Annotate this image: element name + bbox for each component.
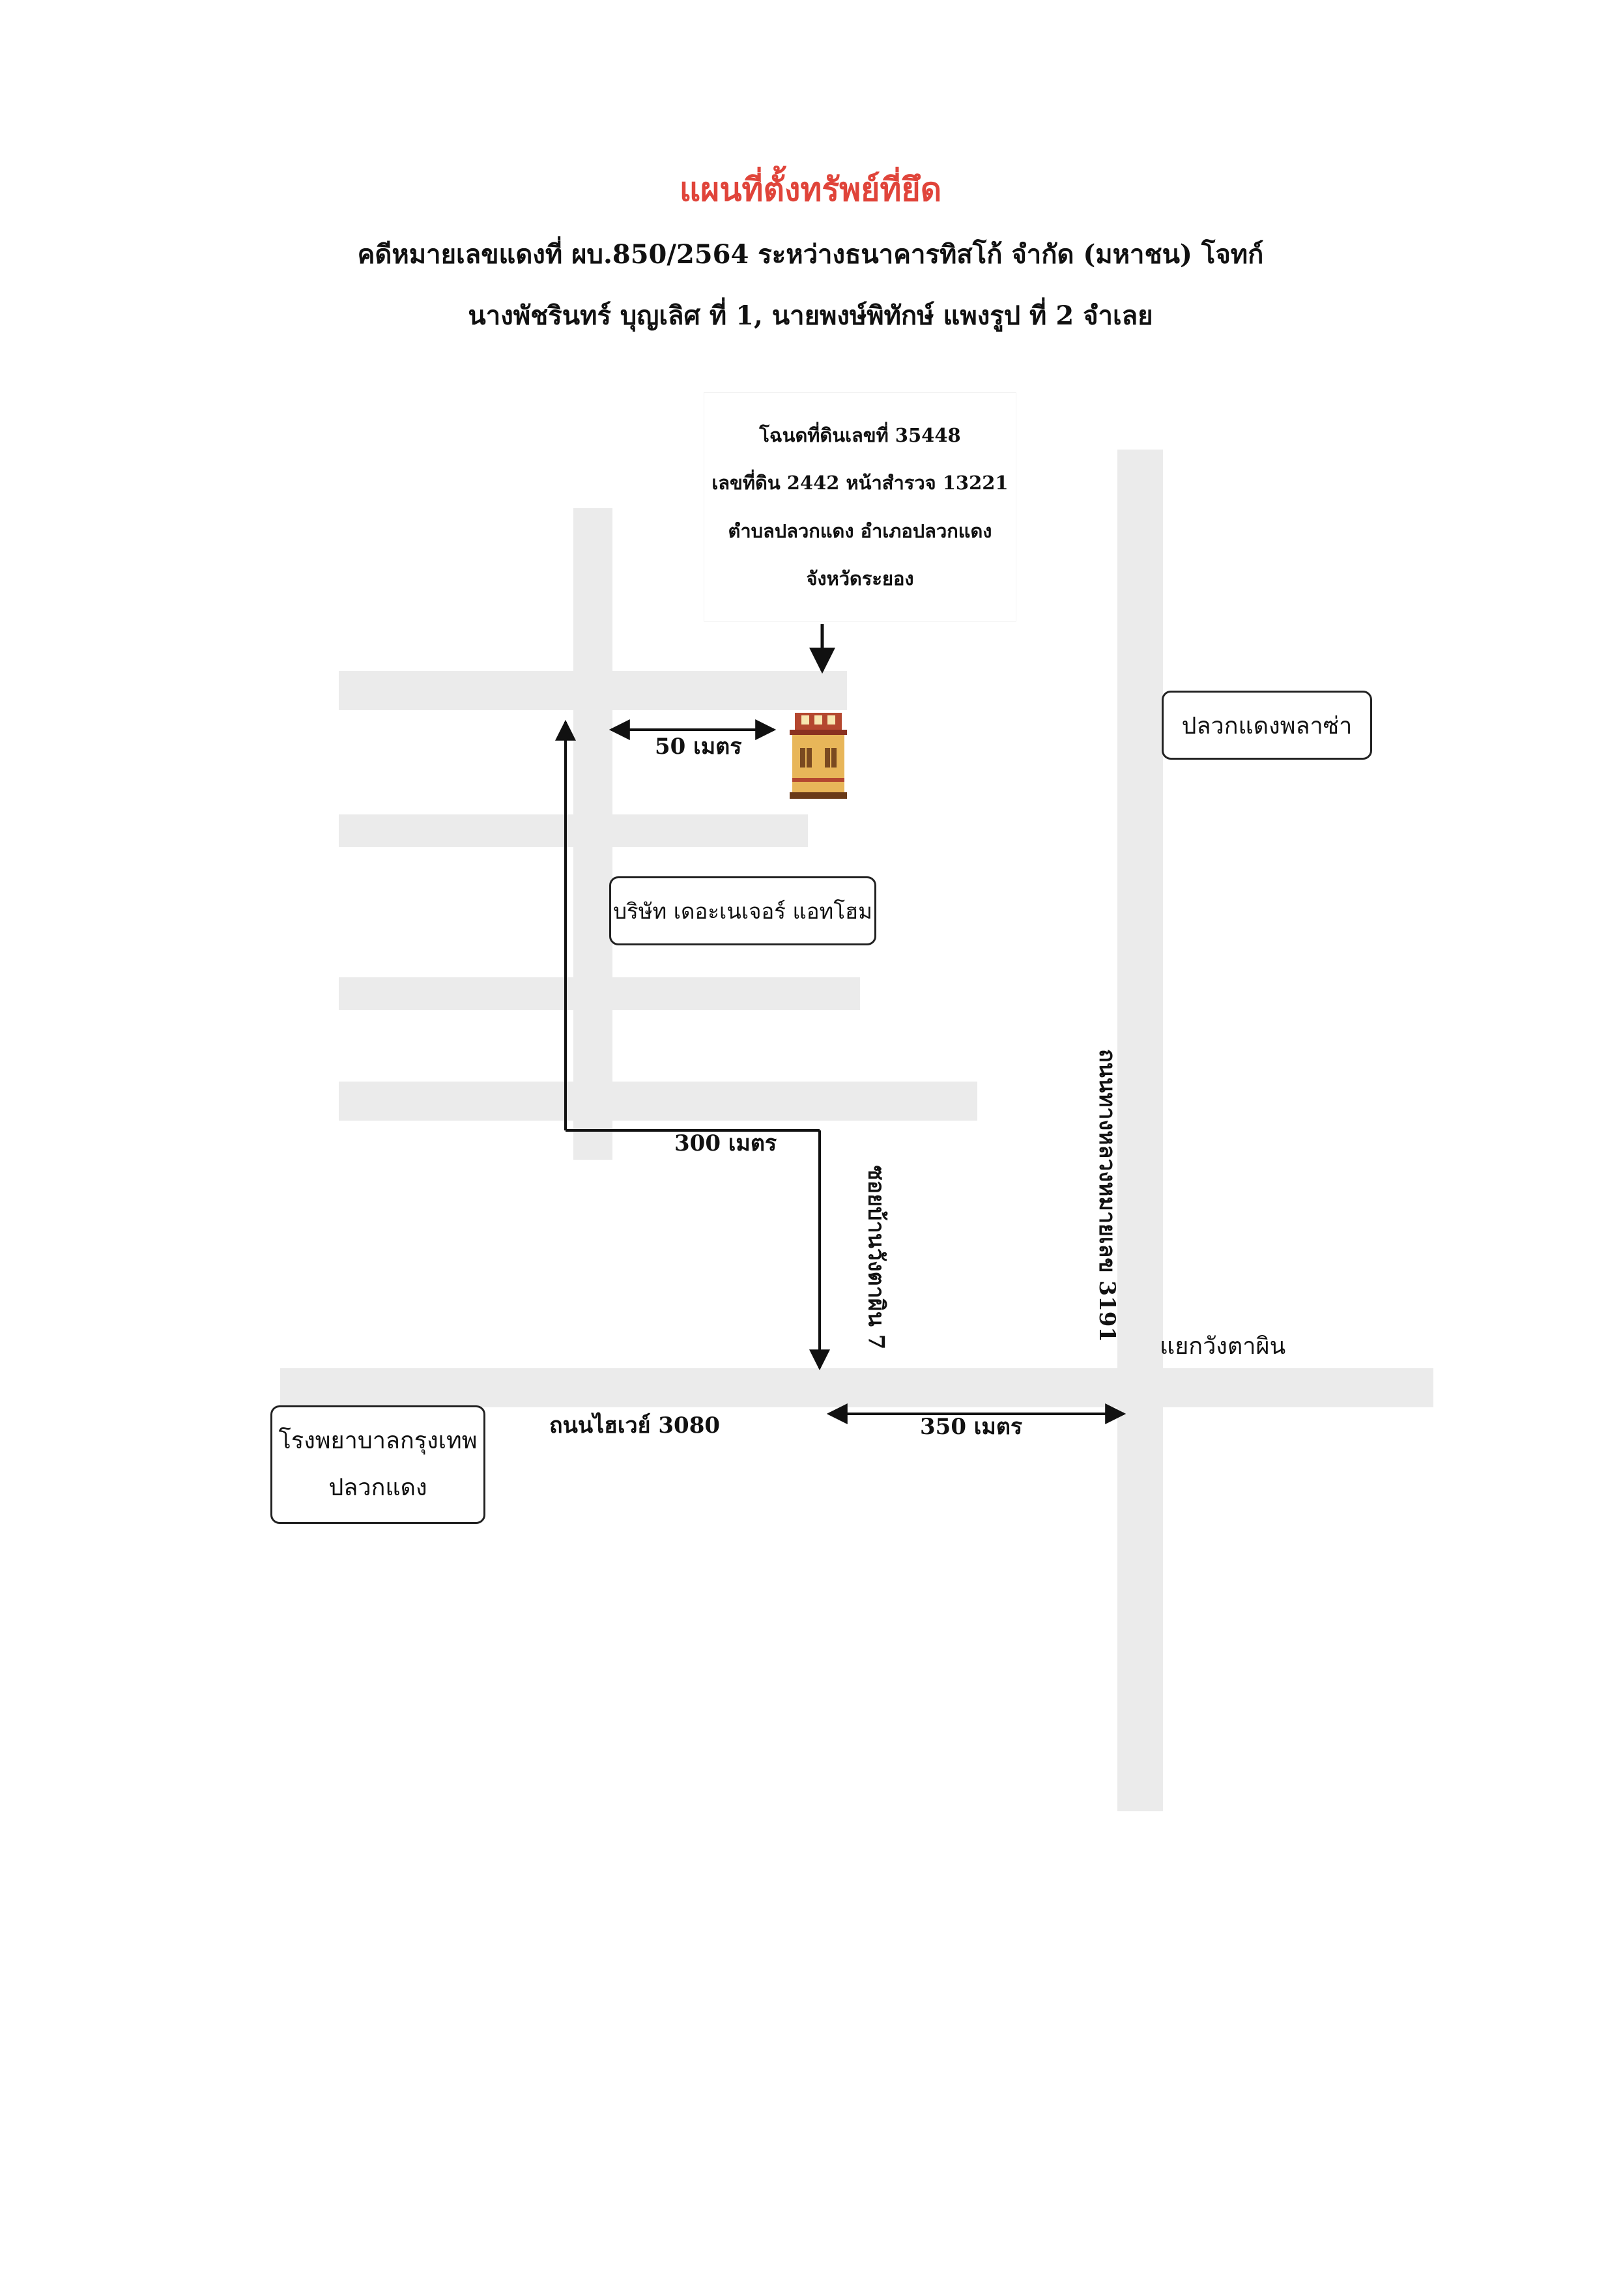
deed-number: โฉนดที่ดินเลขที่ 35448 [759,423,961,446]
distance-300-label: 300 เมตร [674,1130,777,1156]
distance-350-label: 350 เมตร [920,1414,1023,1440]
hospital-label-line2: ปลวกแดง [328,1474,427,1501]
hospital-label-line1: โรงพยาบาลกรุงเทพ [278,1428,478,1454]
case-line: คดีหมายเลขแดงที่ ผบ.850/2564 ระหว่างธนาค… [357,239,1264,270]
landmark-plaza: ปลวกแดงพลาซ่า [1162,691,1372,760]
landmark-company: บริษัท เดอะเนเจอร์ แอทโฮม [609,876,876,945]
plaza-label: ปลวกแดงพลาซ่า [1181,712,1353,739]
road-band-middle-2 [339,977,860,1010]
deed-info-box: โฉนดที่ดินเลขที่ 35448 เลขที่ดิน 2442 หน… [704,392,1016,622]
soi-label: ซอยบ้านวังตาผิน 7 [862,1165,889,1350]
parties-line: นางพัชรินทร์ บุญเลิศ ที่ 1, นายพงษ์พิทัก… [468,300,1153,331]
road-band-middle-1 [339,814,808,847]
company-label: บริษัท เดอะเนเจอร์ แอทโฮม [613,898,872,924]
distance-50-label: 50 เมตร [655,734,742,760]
page-title: แผนที่ตั้งทรัพย์ที่ยึด [679,170,942,208]
road-band-lower [339,1082,977,1121]
subdistrict-district: ตำบลปลวกแดง อำเภอปลวกแดง [728,519,992,542]
landmark-hospital: โรงพยาบาลกรุงเทพ ปลวกแดง [270,1405,485,1524]
junction-label: แยกวังตาผิน [1160,1333,1286,1360]
highway-3080-label: ถนนไฮเวย์ 3080 [549,1413,721,1439]
road-band-highway-3191 [1117,450,1163,1811]
highway-3191-label: ถนนทางหลวงหมายเลข 3191 [1094,1048,1121,1343]
road-band-upper [339,671,847,710]
province: จังหวัดระยอง [806,567,914,590]
parcel-number: เลขที่ดิน 2442 หน้าสำรวจ 13221 [711,472,1009,495]
road-band-highway-3080 [280,1368,1433,1407]
building-icon [790,713,847,799]
